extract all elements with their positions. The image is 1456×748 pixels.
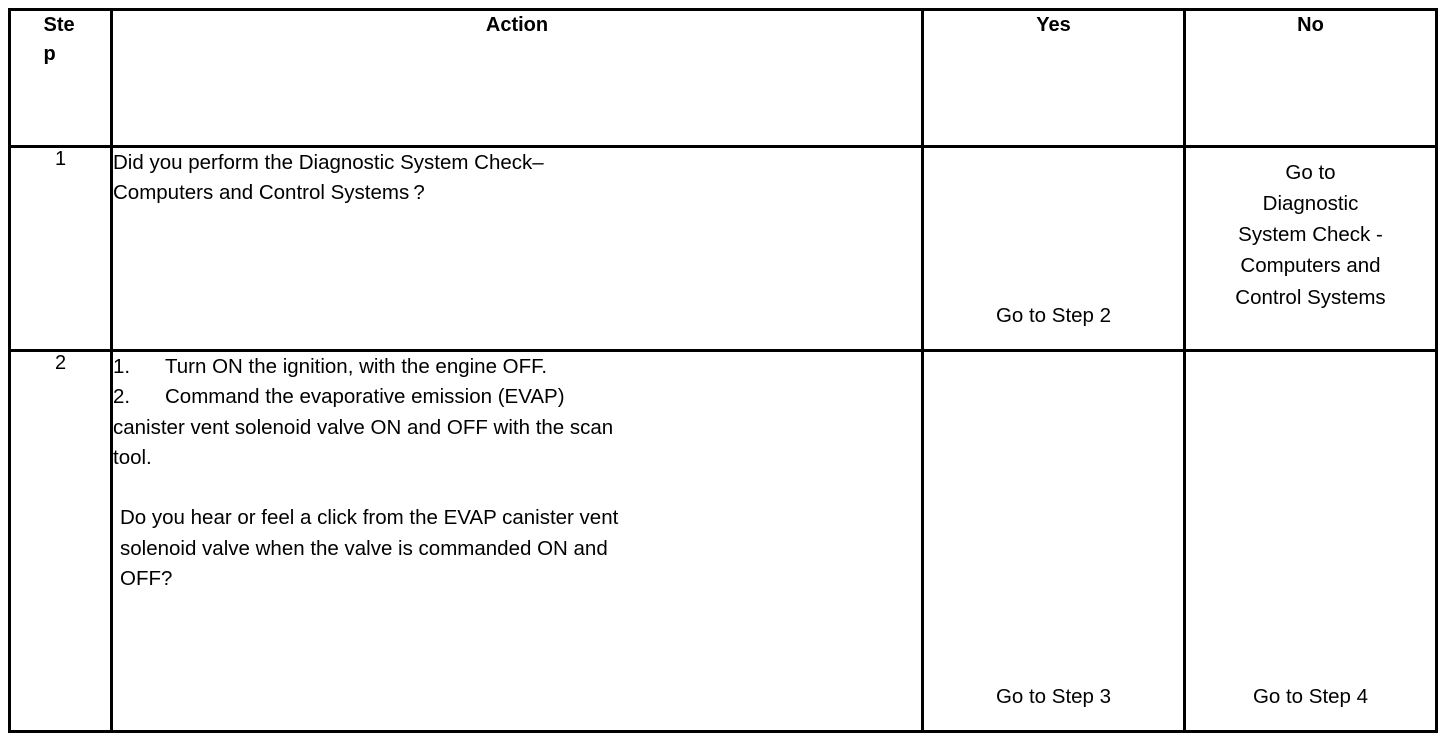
action-line: Computers and Control Systems ? <box>113 181 425 205</box>
action-line: canister vent solenoid valve ON and OFF … <box>113 415 614 439</box>
action-question: Do you hear or feel a click from the EVA… <box>113 503 921 594</box>
action-line: Do you hear or feel a click from the EVA… <box>120 506 619 530</box>
table-row: 2 1. Turn ON the ignition, with the engi… <box>8 349 1438 733</box>
yes-cell: Go to Step 3 <box>921 349 1186 733</box>
action-line: tool. <box>113 445 152 469</box>
step-number-cell: 1 <box>8 145 113 352</box>
action-cell: Did you perform the Diagnostic System Ch… <box>110 145 924 352</box>
column-header-step: Step <box>8 8 113 148</box>
column-header-no: No <box>1183 8 1438 148</box>
no-line: Go to Step 4 <box>1252 684 1369 708</box>
column-header-action: Action <box>110 8 924 148</box>
no-line: System Check - <box>1238 223 1383 247</box>
column-header-step-line1: St <box>43 14 64 36</box>
action-line: Turn ON the ignition, with the engine OF… <box>165 355 548 378</box>
action-list-continuation: canister vent solenoid valve ON and OFF … <box>113 413 921 474</box>
column-header-step-text: Step <box>44 11 78 69</box>
no-cell: Go to Step 4 <box>1183 349 1438 733</box>
yes-line: Go to Step 2 <box>995 303 1112 327</box>
no-cell: Go to Diagnostic System Check - Computer… <box>1183 145 1438 352</box>
action-line: Did you perform the Diagnostic System Ch… <box>113 151 544 174</box>
yes-line: Go to Step 3 <box>995 684 1112 708</box>
column-header-step-line2: ep <box>43 14 75 65</box>
column-header-yes: Yes <box>921 8 1186 148</box>
action-spacer <box>113 473 921 503</box>
table-header-row: Step Action Yes No <box>8 8 1438 148</box>
list-item-number: 1. <box>113 355 131 378</box>
action-numbered-list: 1. Turn ON the ignition, with the engine… <box>113 352 921 413</box>
no-line: Computers and <box>1240 254 1381 278</box>
action-line: solenoid valve when the valve is command… <box>120 536 608 560</box>
no-line: Diagnostic <box>1262 192 1359 216</box>
action-list-item: 1. Turn ON the ignition, with the engine… <box>113 352 921 382</box>
list-item-number: 2. <box>113 385 131 409</box>
action-line: OFF? <box>120 566 173 590</box>
table-row: 1 Did you perform the Diagnostic System … <box>8 145 1438 352</box>
yes-cell: Go to Step 2 <box>921 145 1186 352</box>
no-line: Control Systems <box>1235 285 1386 309</box>
step-number-cell: 2 <box>8 349 113 733</box>
action-cell: 1. Turn ON the ignition, with the engine… <box>110 349 924 733</box>
action-list-item: 2. Command the evaporative emission (EVA… <box>113 382 921 412</box>
action-paragraph: Did you perform the Diagnostic System Ch… <box>113 148 921 209</box>
diagnostic-procedure-table: Step Action Yes No 1 Did you perform the… <box>8 8 1438 733</box>
no-line: Go to <box>1285 161 1336 184</box>
action-line: Command the evaporative emission (EVAP) <box>165 385 565 409</box>
